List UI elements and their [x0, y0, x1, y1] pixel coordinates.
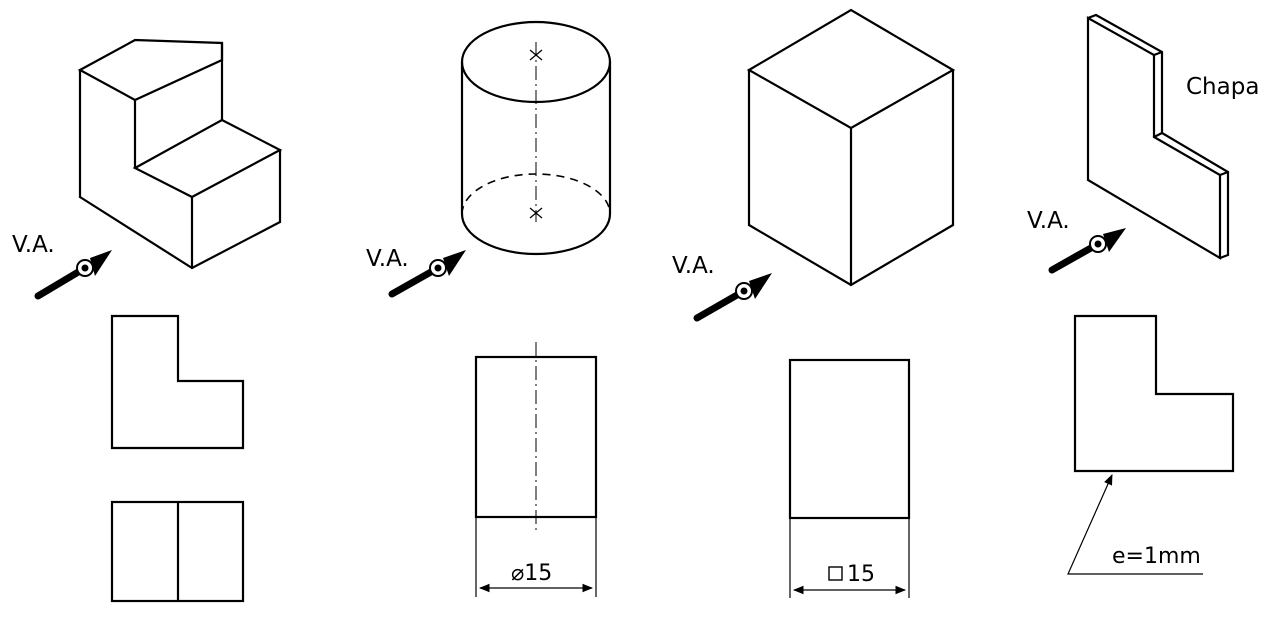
- l-block-front-view: [110, 314, 245, 450]
- sheet-label: Chapa: [1186, 74, 1259, 100]
- square-symbol-icon: [828, 566, 843, 581]
- view-arrow-label: V.A.: [12, 232, 55, 258]
- cylinder-front-view: ⌀15: [474, 342, 598, 597]
- square-dimension: 15: [847, 562, 875, 587]
- view-arrow-4: V.A.: [1027, 208, 1126, 274]
- view-arrow-3: V.A.: [672, 253, 772, 322]
- diameter-dimension: ⌀15: [511, 561, 552, 586]
- cylinder-isometric: [460, 20, 612, 256]
- view-arrow-1: V.A.: [12, 232, 112, 300]
- view-arrow-label: V.A.: [672, 253, 715, 279]
- prism-isometric: [746, 8, 956, 287]
- sheet-isometric: Chapa: [1086, 13, 1259, 260]
- thickness-annotation: e=1mm: [1112, 544, 1201, 569]
- view-arrow-label: V.A.: [366, 246, 409, 272]
- view-arrow-2: V.A.: [366, 246, 466, 298]
- prism-front-view: 15: [788, 358, 911, 598]
- view-arrow-label: V.A.: [1027, 208, 1070, 234]
- l-block-isometric: [77, 38, 283, 270]
- sheet-front-view: e=1mm: [1067, 314, 1235, 575]
- l-block-top-view: [110, 500, 245, 603]
